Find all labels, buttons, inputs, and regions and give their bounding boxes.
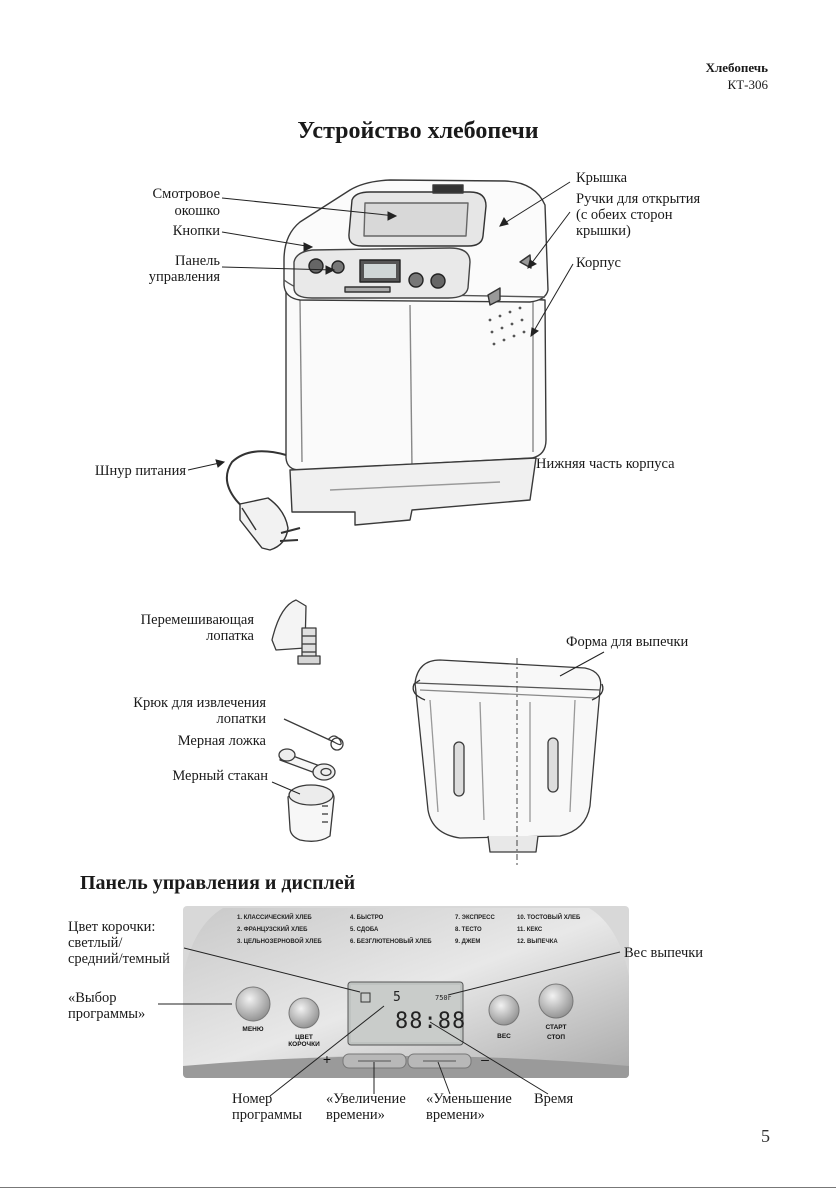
control-panel-photo: 1. КЛАССИЧЕСКИЙ ХЛЕБ 2. ФРАНЦУЗСКИЙ ХЛЕБ… bbox=[183, 906, 629, 1078]
program-7: 7. ЭКСПРЕСС bbox=[455, 915, 495, 921]
program-12: 12. ВЫПЕЧКА bbox=[517, 939, 558, 945]
label-paddle-line2: лопатка bbox=[206, 628, 254, 644]
weight-button-label: ВЕС bbox=[497, 1033, 511, 1040]
measuring-spoon bbox=[278, 748, 336, 781]
page-number: 5 bbox=[761, 1126, 770, 1146]
bread-pan bbox=[412, 659, 604, 853]
label-time-increase-line2: времени» bbox=[326, 1107, 385, 1123]
bottom-rule bbox=[0, 1187, 836, 1188]
program-9: 9. ДЖЕМ bbox=[455, 939, 481, 945]
label-time-increase-line1: «Увеличение bbox=[326, 1091, 406, 1107]
label-control-panel-line1: Панель bbox=[175, 253, 220, 269]
program-3: 3. ЦЕЛЬНОЗЕРНОВОЙ ХЛЕБ bbox=[237, 939, 322, 945]
header-model: КТ-306 bbox=[727, 77, 768, 92]
minus-sign: – bbox=[481, 1051, 489, 1067]
label-paddle-line1: Перемешивающая bbox=[140, 612, 254, 628]
label-body: Корпус bbox=[576, 255, 621, 271]
label-program-number-line2: программы bbox=[232, 1107, 302, 1123]
breadmaker-base bbox=[289, 457, 537, 526]
measuring-cup bbox=[287, 784, 335, 842]
kneading-paddle bbox=[271, 599, 321, 665]
crust-button-label: ЦВЕТ КОРОЧКИ bbox=[288, 1034, 320, 1048]
label-crust-line2: светлый/ bbox=[68, 935, 123, 951]
paddle-hook bbox=[283, 718, 344, 751]
label-measuring-cup: Мерный стакан bbox=[172, 768, 268, 784]
label-control-panel-line2: управления bbox=[148, 269, 220, 285]
power-plug bbox=[239, 497, 289, 551]
label-lid: Крышка bbox=[576, 170, 628, 186]
label-program-number-line1: Номер bbox=[232, 1091, 273, 1107]
label-handles-line3: крышки) bbox=[576, 223, 631, 239]
label-bread-pan: Форма для выпечки bbox=[566, 634, 689, 650]
plus-sign: + bbox=[322, 1051, 332, 1067]
program-8: 8. ТЕСТО bbox=[455, 927, 482, 933]
lcd-weight: 750г bbox=[435, 994, 452, 1002]
label-crust-line3: средний/темный bbox=[68, 951, 170, 967]
label-buttons: Кнопки bbox=[172, 223, 220, 239]
start-button-label: СТАРТ bbox=[545, 1024, 567, 1031]
lcd-time: 88:88 bbox=[395, 1009, 467, 1034]
label-time: Время bbox=[534, 1091, 574, 1107]
program-6: 6. БЕЗГЛЮТЕНОВЫЙ ХЛЕБ bbox=[350, 939, 432, 945]
label-handles-line1: Ручки для открытия bbox=[576, 191, 701, 207]
weight-button bbox=[488, 994, 520, 1026]
program-10: 10. ТОСТОВЫЙ ХЛЕБ bbox=[517, 915, 581, 921]
section-title-device: Устройство хлебопечи bbox=[297, 118, 539, 144]
stop-button-label: СТОП bbox=[546, 1034, 566, 1041]
label-time-decrease-line1: «Уменьшение bbox=[426, 1091, 512, 1107]
menu-button bbox=[235, 986, 271, 1022]
label-weight: Вес выпечки bbox=[624, 945, 704, 961]
label-program-select-line2: программы» bbox=[68, 1006, 146, 1022]
crust-button bbox=[288, 997, 320, 1029]
label-power-cord: Шнур питания bbox=[94, 463, 186, 479]
start-stop-button bbox=[538, 983, 574, 1019]
program-11: 11. КЕКС bbox=[517, 927, 543, 933]
label-measuring-spoon: Мерная ложка bbox=[177, 733, 266, 749]
label-time-decrease-line2: времени» bbox=[426, 1107, 485, 1123]
lcd-program-number: 5 bbox=[393, 990, 401, 1005]
label-bottom-body: Нижняя часть корпуса bbox=[536, 456, 675, 472]
label-crust-line1: Цвет корочки: bbox=[68, 919, 156, 935]
label-program-select-line1: «Выбор bbox=[68, 990, 117, 1006]
label-handles-line2: (с обеих сторон bbox=[576, 207, 673, 223]
program-2: 2. ФРАНЦУЗСКИЙ ХЛЕБ bbox=[237, 927, 308, 933]
menu-button-label: МЕНЮ bbox=[242, 1026, 264, 1033]
label-viewing-window-line1: Смотровое bbox=[152, 186, 220, 202]
header-title: Хлебопечь bbox=[705, 60, 768, 75]
program-1: 1. КЛАССИЧЕСКИЙ ХЛЕБ bbox=[237, 915, 312, 921]
section-title-control-panel: Панель управления и дисплей bbox=[80, 872, 356, 894]
label-hook-line1: Крюк для извлечения bbox=[133, 695, 266, 711]
label-hook-line2: лопатки bbox=[216, 711, 266, 727]
program-5: 5. СДОБА bbox=[350, 927, 379, 933]
program-4: 4. БЫСТРО bbox=[350, 915, 384, 921]
label-viewing-window-line2: окошко bbox=[174, 203, 220, 219]
